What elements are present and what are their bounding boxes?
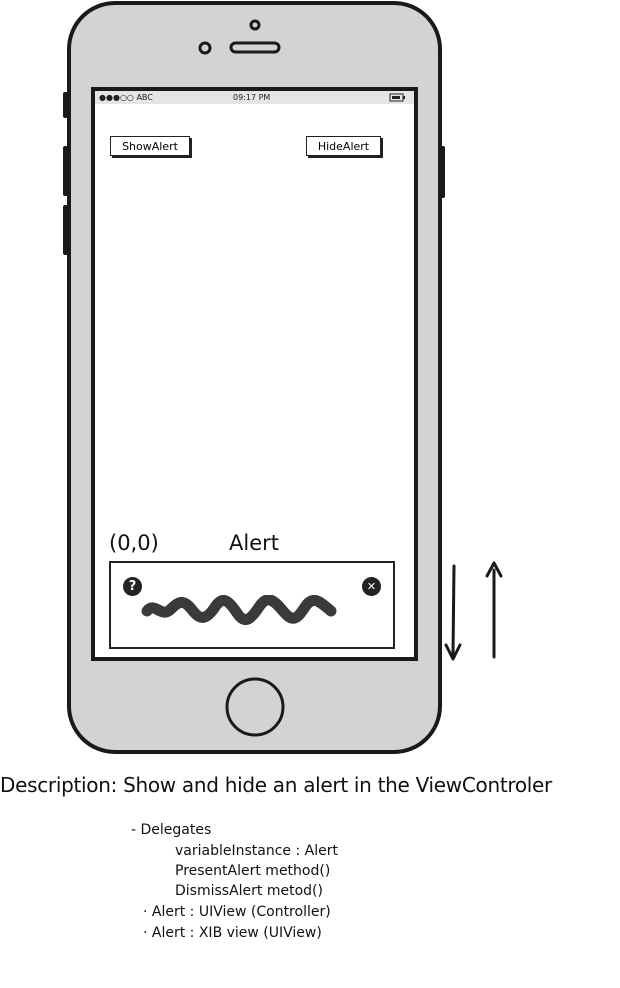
delegate-item-variable: variableInstance : Alert: [175, 843, 338, 859]
status-bar: [95, 91, 414, 104]
hide-alert-button[interactable]: HideAlert: [306, 136, 381, 156]
delegate-item-present: PresentAlert method(): [175, 863, 331, 879]
arrow-up-icon: [485, 561, 503, 659]
status-time: 09:17 PM: [233, 93, 271, 102]
speaker-grille: [229, 41, 281, 54]
front-camera: [249, 19, 261, 31]
bullet-item-controller: · Alert : UIView (Controller): [143, 904, 331, 920]
bullet-item-xib: · Alert : XIB view (UIView): [143, 925, 322, 941]
alert-view: ? ✕: [109, 561, 395, 649]
scribble-text: [141, 595, 337, 625]
origin-label: (0,0): [109, 531, 159, 555]
home-button[interactable]: [225, 677, 285, 737]
sensor: [198, 41, 212, 55]
description-text: Description: Show and hide an alert in t…: [0, 773, 552, 797]
carrier-signal: ●●●○○ ABC: [99, 93, 153, 102]
show-alert-button[interactable]: ShowAlert: [110, 136, 190, 156]
alert-title: Alert: [229, 531, 279, 555]
delegate-item-dismiss: DismissAlert metod(): [175, 883, 323, 899]
delegates-heading: - Delegates: [131, 822, 212, 838]
help-icon[interactable]: ?: [123, 577, 142, 596]
arrow-down-icon: [444, 564, 462, 661]
close-icon[interactable]: ✕: [362, 577, 381, 596]
